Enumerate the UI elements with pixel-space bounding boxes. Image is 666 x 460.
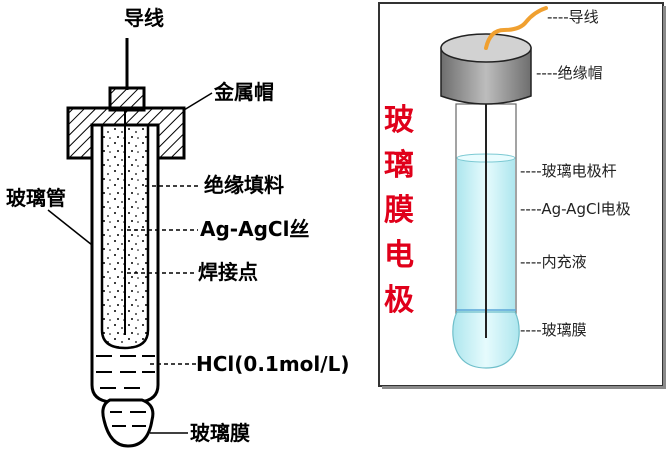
left-label-ag-agcl-wire: Ag-AgCl丝	[200, 217, 309, 241]
left-label-insulating-filler: 绝缘填料	[204, 173, 284, 197]
left-label-glass-tube: 玻璃管	[6, 186, 66, 210]
leader-glass-tube	[47, 209, 93, 246]
right-panel-title: 玻 璃 膜 电 极	[384, 103, 414, 318]
right-panel-shadow-right	[663, 6, 666, 389]
right-electrode-drawing	[440, 6, 548, 369]
left-labels: 导线 金属帽 玻璃管 绝缘填料 Ag-AgCl丝 焊接点 HCl(0.1mol/…	[6, 6, 349, 445]
right-insulating-cap	[440, 47, 532, 105]
left-electrode-drawing	[66, 38, 186, 448]
left-bulb-solution	[110, 411, 146, 427]
left-label-glass-membrane: 玻璃膜	[190, 421, 250, 445]
leader-metal-cap	[183, 92, 213, 111]
title-char-5: 极	[384, 283, 414, 318]
right-glass-bulb	[452, 311, 520, 369]
left-label-metal-cap: 金属帽	[213, 80, 274, 104]
right-label-inner-solution: ----内充液	[520, 253, 587, 271]
right-label-glass-rod: ----玻璃电极杆	[520, 162, 617, 180]
right-label-wire: ----导线	[547, 8, 599, 26]
right-panel-shadow-bottom	[382, 386, 665, 389]
left-label-wire: 导线	[124, 6, 164, 30]
right-label-ag-agcl-electrode: ----Ag-AgCl电极	[520, 200, 631, 218]
right-labels: ----导线 ----绝缘帽 ----玻璃电极杆 ----Ag-AgCl电极 -…	[520, 8, 631, 339]
right-label-insulating-cap: ----绝缘帽	[536, 64, 603, 82]
title-char-1: 玻	[384, 103, 414, 138]
left-label-weld-point: 焊接点	[198, 260, 258, 284]
right-label-glass-membrane: ----玻璃膜	[520, 321, 587, 339]
left-glass-bulb	[101, 398, 155, 448]
title-char-3: 膜	[384, 193, 414, 228]
left-label-hcl: HCl(0.1mol/L)	[196, 352, 349, 376]
title-char-2: 璃	[384, 148, 414, 183]
left-hcl-solution	[96, 355, 155, 389]
right-orange-wire	[484, 6, 548, 50]
title-char-4: 电	[384, 238, 414, 273]
